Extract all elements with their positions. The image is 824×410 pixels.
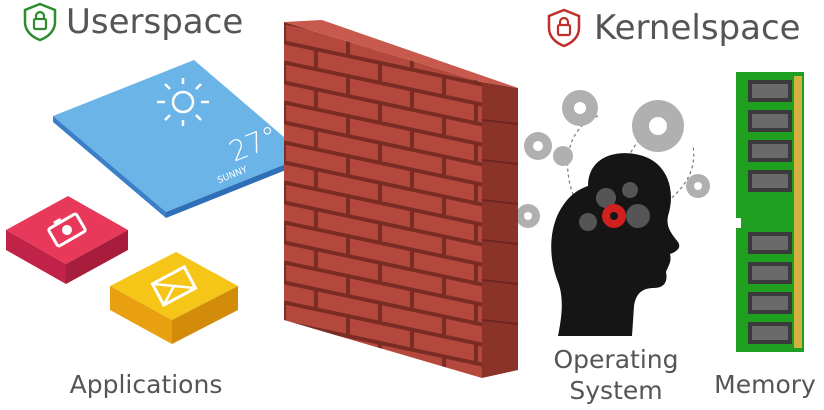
- lock-shield-icon: [546, 8, 582, 48]
- camera-icon: [47, 212, 87, 248]
- sun-icon: [157, 78, 209, 126]
- weather-app-card: 27° SUNNY: [48, 58, 310, 220]
- operating-system-label: Operating System: [536, 344, 696, 406]
- memory-label: Memory: [714, 370, 816, 399]
- userspace-title: Userspace: [66, 2, 244, 42]
- kernelspace-title: Kernelspace: [594, 8, 801, 48]
- memory-stick-icon: [734, 70, 806, 354]
- operating-system-label-line2: System: [569, 376, 663, 405]
- camera-app-tile: [4, 190, 130, 288]
- brick-wall-icon: [282, 20, 522, 380]
- userspace-header: Userspace: [22, 2, 243, 42]
- kernelspace-header: Kernelspace: [546, 8, 801, 48]
- image-icon: [150, 264, 198, 308]
- operating-system-head-icon: [518, 86, 718, 344]
- image-app-tile: [108, 244, 240, 350]
- operating-system-label-line1: Operating: [553, 345, 679, 374]
- applications-label: Applications: [69, 370, 223, 399]
- lock-shield-icon: [22, 2, 58, 42]
